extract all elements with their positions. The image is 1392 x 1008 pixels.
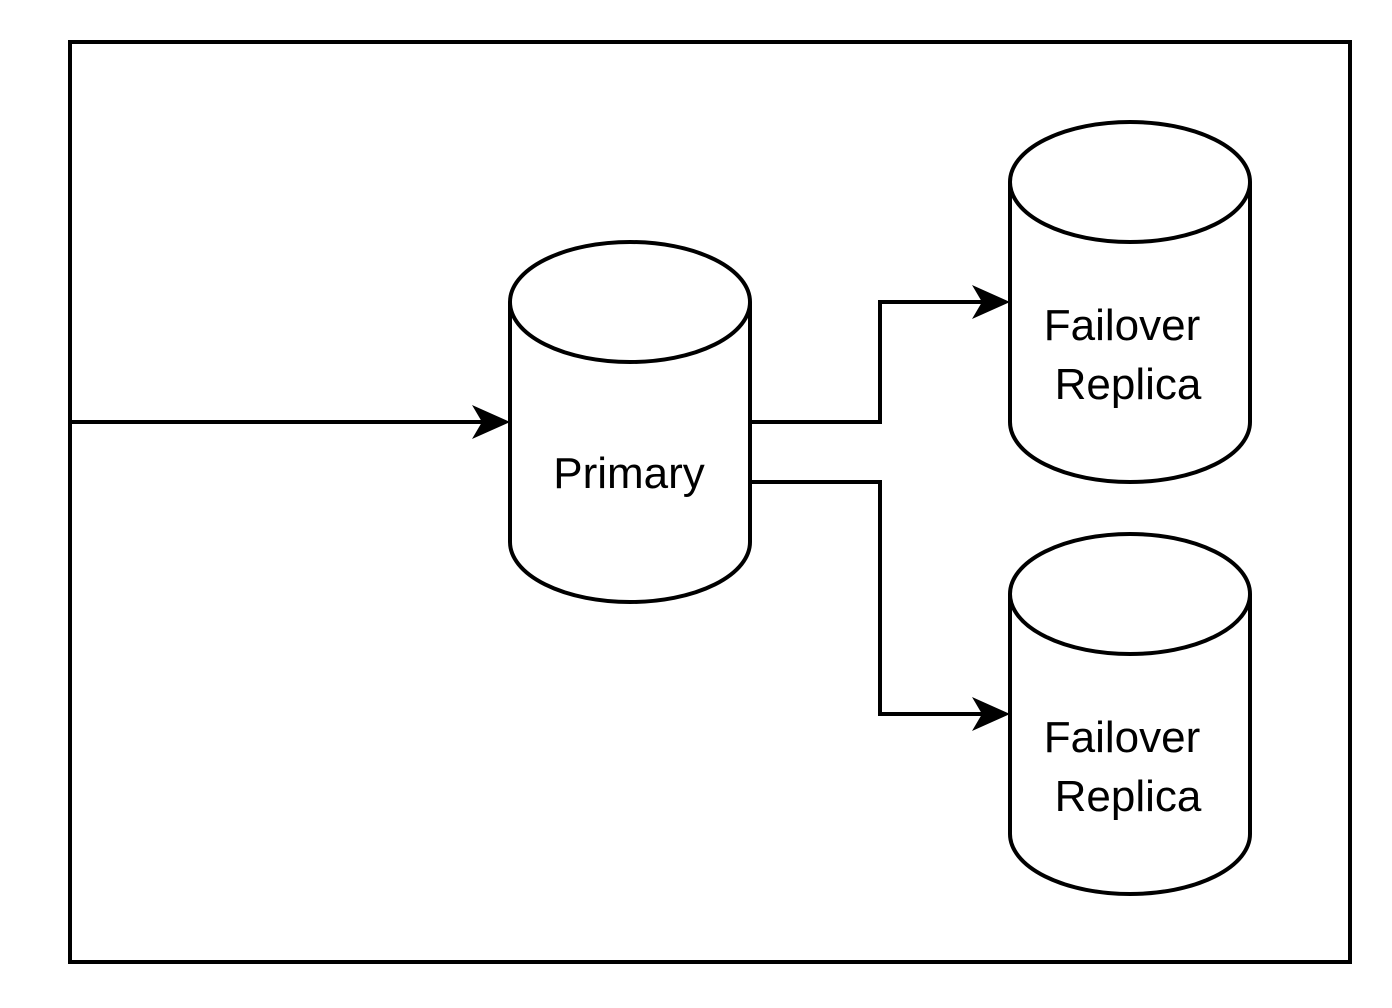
cylinder-icon	[1008, 532, 1252, 896]
cylinder-top-rim	[1008, 181, 1252, 244]
primary-label: Primary	[553, 449, 705, 498]
cylinder-icon	[1008, 120, 1252, 484]
primary-to-replica-bottom-line	[750, 480, 987, 716]
replica-bottom-label-line1: Failover	[1044, 713, 1201, 762]
failover-replica-top[interactable]: Failover Replica	[1008, 120, 1252, 484]
arrowhead-icon	[972, 285, 1010, 319]
cylinder-icon	[508, 240, 752, 604]
replica-top-label-line2: Replica	[1055, 360, 1202, 409]
replica-top-label-line1: Failover	[1044, 301, 1201, 350]
cylinder-top-rim	[1008, 593, 1252, 656]
cylinder-top-rim	[508, 301, 752, 364]
replica-bottom-label-line2: Replica	[1055, 772, 1202, 821]
incoming-connector	[70, 405, 510, 439]
primary-to-replica-bottom-connector	[750, 480, 1010, 731]
primary-to-replica-top-line	[750, 300, 987, 424]
arrowhead-icon	[972, 697, 1010, 731]
primary-database[interactable]: Primary	[508, 240, 752, 604]
arrowhead-icon	[472, 405, 510, 439]
primary-to-replica-top-connector	[750, 285, 1010, 424]
failover-replica-bottom[interactable]: Failover Replica	[1008, 532, 1252, 896]
